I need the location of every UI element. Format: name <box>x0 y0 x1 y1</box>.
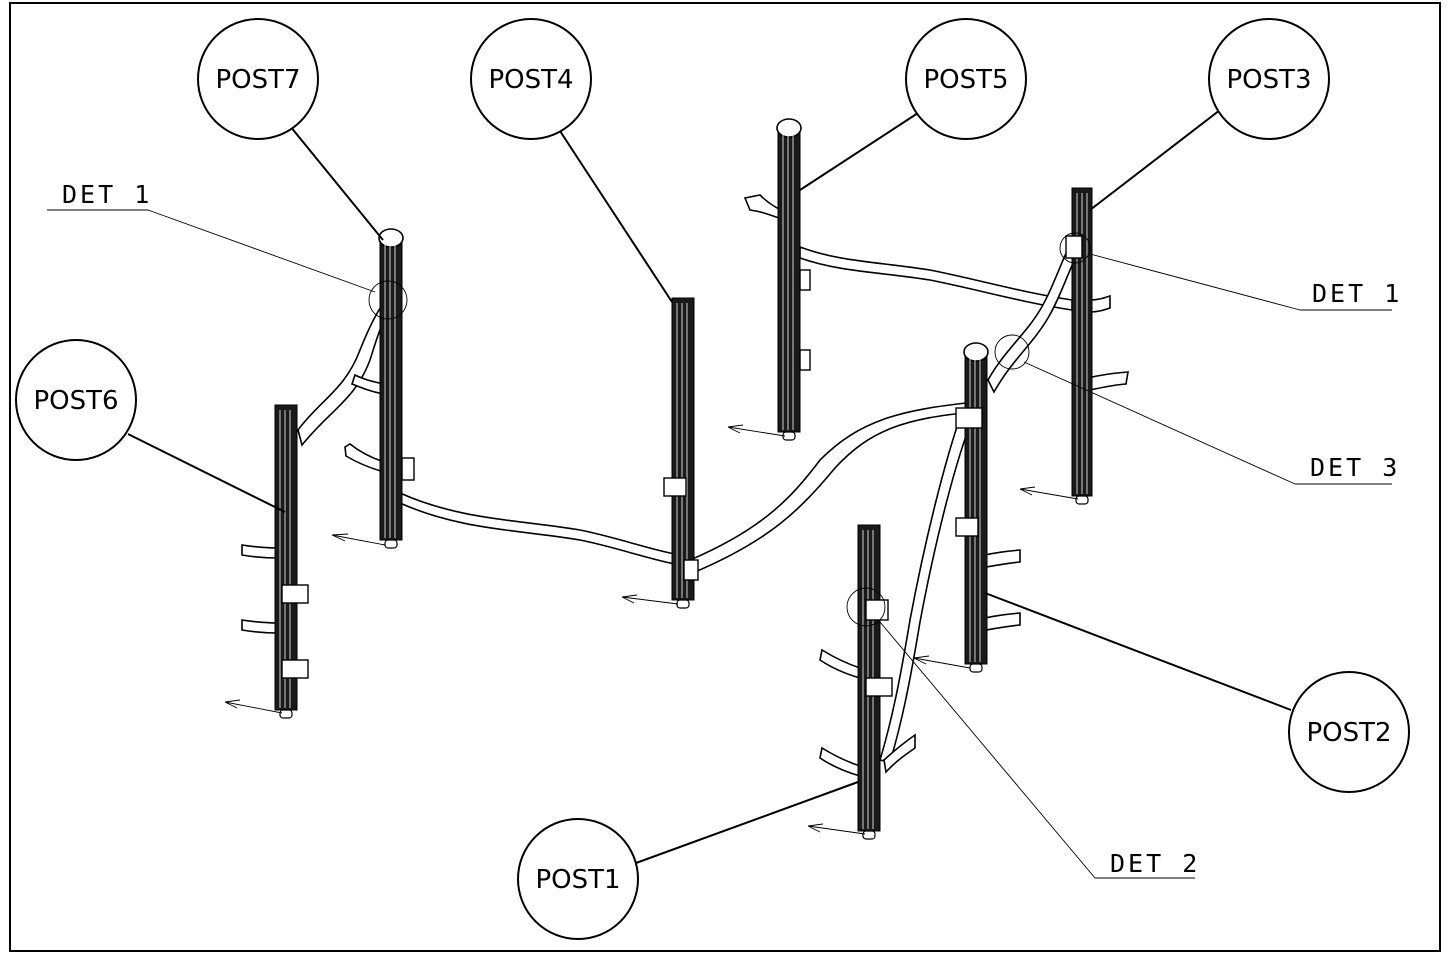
post-bubble-post7: POST7 <box>197 18 319 140</box>
post4-column <box>663 297 699 609</box>
ledge-post7-low <box>351 373 385 395</box>
post2-column <box>955 342 989 673</box>
rail-post6-post7 <box>297 294 393 447</box>
arrow-post2 <box>913 655 971 669</box>
ledge-post3-low <box>1087 371 1129 391</box>
orientation-arrows <box>224 424 1079 835</box>
post5-label: POST5 <box>923 65 1008 95</box>
ledge-post6-b <box>241 619 279 634</box>
arrow-post3 <box>1019 486 1079 500</box>
rails <box>241 194 1129 778</box>
post6-column <box>274 404 309 719</box>
post6-label: POST6 <box>33 386 118 416</box>
post3-column <box>1065 187 1093 505</box>
arrow-post6 <box>224 699 283 714</box>
ledge-post1-b <box>819 746 861 778</box>
posts <box>274 118 1093 840</box>
rail-post5-post3 <box>799 245 1073 311</box>
post-bubble-post2: POST2 <box>1288 671 1410 793</box>
arrow-post1 <box>807 823 866 835</box>
det1-left-label: DET 1 <box>62 180 152 209</box>
post7-label: POST7 <box>215 65 300 95</box>
leaders <box>47 109 1392 879</box>
det3-label: DET 3 <box>1310 453 1400 482</box>
post4-label: POST4 <box>488 65 573 95</box>
post2-label: POST2 <box>1306 718 1391 748</box>
post-bubble-post3: POST3 <box>1208 18 1330 140</box>
rail-post7-post4 <box>399 491 681 566</box>
rail-post2-post1 <box>878 411 976 763</box>
arrow-post4 <box>621 594 679 605</box>
ledge-post1-a <box>819 648 861 680</box>
post1-label: POST1 <box>535 865 620 895</box>
ledge-post6-a <box>241 544 279 559</box>
det2-label: DET 2 <box>1110 849 1200 878</box>
post-bubble-post5: POST5 <box>905 18 1027 140</box>
post7-column <box>378 228 415 549</box>
ledge-post3-mid <box>1089 294 1111 313</box>
post-bubble-post1: POST1 <box>517 818 639 940</box>
drawing-border <box>9 2 1441 952</box>
det1-right-label: DET 1 <box>1312 279 1402 308</box>
ledge-post2-a <box>984 549 1021 568</box>
post3-label: POST3 <box>1226 65 1311 95</box>
arrow-post7 <box>331 533 386 546</box>
ledge-post1-c <box>883 733 916 774</box>
post1-column <box>857 524 893 840</box>
ledge-post2-b <box>984 612 1021 631</box>
post-bubble-post6: POST6 <box>15 339 137 461</box>
post-bubble-post4: POST4 <box>470 18 592 140</box>
rail-post2-post3 <box>987 238 1081 394</box>
ledge-post7-mid <box>344 443 385 474</box>
arrow-post5 <box>727 424 786 437</box>
post5-column <box>776 118 811 441</box>
